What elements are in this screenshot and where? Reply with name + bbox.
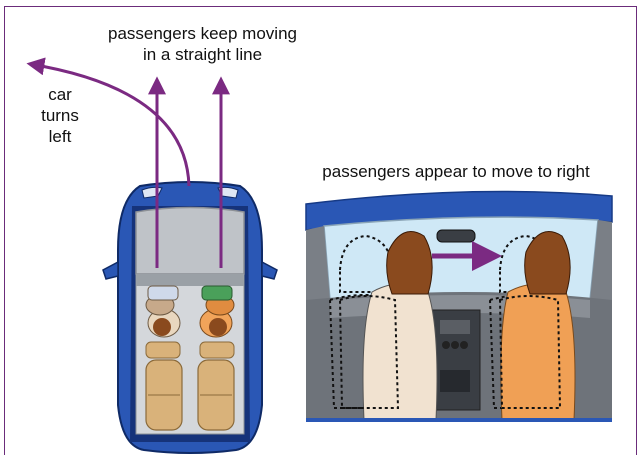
- arrow-car-turns-left: [30, 64, 189, 186]
- seat-front-left: [146, 342, 180, 358]
- car-interior-view: [306, 192, 612, 423]
- car-mirror-left: [103, 262, 118, 279]
- car-top-view: [103, 182, 277, 453]
- rearview-mirror: [437, 230, 475, 242]
- car-mirror-right: [262, 262, 277, 279]
- car-windshield: [136, 208, 244, 275]
- seat-front-right: [200, 342, 234, 358]
